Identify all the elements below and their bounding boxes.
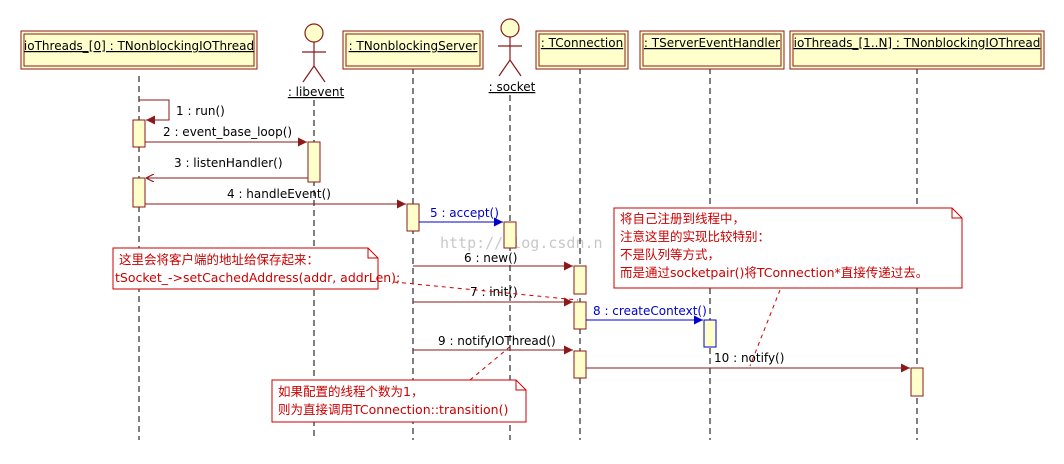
participant-label-conn: : TConnection [541, 36, 623, 50]
note-single-thread-line-1: 如果配置的线程个数为1， [278, 384, 423, 399]
activation-io0-1 [132, 119, 146, 148]
note-client-address-line-2: tSocket_->setCachedAddress(addr, addrLen… [115, 270, 400, 285]
watermark-text: http://blog.csdn.n [440, 234, 603, 252]
message-arrow-1 [139, 99, 170, 125]
message-1: 1 : run() [139, 99, 225, 125]
participant-io0: ioThreads_[0] : TNonblockingIOThread [20, 30, 258, 70]
message-10: 10 : notify() [586, 351, 910, 373]
message-label-7: 7 : init() [470, 285, 518, 299]
activation-handler [703, 319, 717, 348]
message-8: 8 : createContext() [586, 304, 707, 325]
message-label-1: 1 : run() [176, 104, 225, 118]
activation-io0-2 [132, 177, 146, 208]
note-register-thread: 将自己注册到线程中， 注意这里的实现比较特别： 不是队列等方式， 而是通过soc… [613, 207, 963, 289]
participant-label-io0: ioThreads_[0] : TNonblockingIOThread [24, 39, 254, 53]
message-label-9: 9 : notifyIOThread() [438, 334, 556, 348]
participant-label-server: : TNonblockingServer [349, 39, 478, 53]
message-label-4: 4 : handleEvent() [227, 187, 331, 201]
note-connector-1 [393, 281, 579, 301]
note-single-thread-line-2: 则为直接调用TConnection::transition() [278, 402, 508, 417]
participant-conn: : TConnection [535, 30, 629, 70]
participant-label-libevent: : libevent [288, 85, 345, 99]
activation-conn-1 [573, 265, 587, 295]
note-client-address-line-1: 这里会将客户端的地址给保存起来： [119, 252, 319, 267]
message-5: 5 : accept() [419, 206, 503, 227]
note-register-thread-line-1: 将自己注册到线程中， [620, 211, 745, 226]
message-7: 7 : init() [413, 285, 573, 307]
note-register-thread-line-2: 注意这里的实现比较特别： [620, 229, 770, 244]
message-label-5: 5 : accept() [430, 206, 499, 220]
actor-libevent-icon [302, 23, 326, 83]
participant-ioN: ioThreads_[1..N] : TNonblockingIOThread [789, 30, 1045, 70]
participant-label-socket: : socket [489, 80, 536, 94]
message-3: 3 : listenHandler() [146, 156, 308, 178]
note-connector-2 [749, 289, 781, 367]
participant-handler: : TServerEventHandler [639, 30, 785, 70]
message-label-3: 3 : listenHandler() [174, 156, 283, 170]
activations [132, 119, 924, 397]
message-label-2: 2 : event_base_loop() [163, 125, 292, 139]
note-single-thread: 如果配置的线程个数为1， 则为直接调用TConnection::transiti… [271, 379, 527, 423]
note-register-thread-line-3: 不是队列等方式， [620, 247, 720, 262]
message-2: 2 : event_base_loop() [145, 125, 307, 147]
message-4: 4 : handleEvent() [145, 187, 406, 209]
message-label-10: 10 : notify() [714, 351, 784, 365]
message-label-6: 6 : new() [464, 251, 517, 265]
activation-libevent [307, 141, 321, 183]
activation-socket [503, 221, 517, 249]
note-register-thread-line-4: 而是通过socketpair()将TConnection*直接传递过去。 [620, 265, 928, 280]
note-client-address: 这里会将客户端的地址给保存起来： tSocket_->setCachedAddr… [112, 247, 400, 290]
message-label-8: 8 : createContext() [593, 304, 707, 318]
activation-server [406, 203, 420, 232]
note-connector-3 [469, 344, 513, 381]
actor-socket-icon [498, 18, 522, 77]
message-6: 6 : new() [413, 251, 573, 271]
participant-label-ioN: ioThreads_[1..N] : TNonblockingIOThread [794, 36, 1041, 50]
activation-ioN [910, 367, 924, 397]
message-9: 9 : notifyIOThread() [413, 334, 573, 355]
participant-server: : TNonblockingServer [342, 30, 484, 70]
activation-conn-3 [573, 350, 587, 379]
participant-label-handler: : TServerEventHandler [644, 36, 780, 50]
activation-conn-2 [573, 301, 587, 330]
